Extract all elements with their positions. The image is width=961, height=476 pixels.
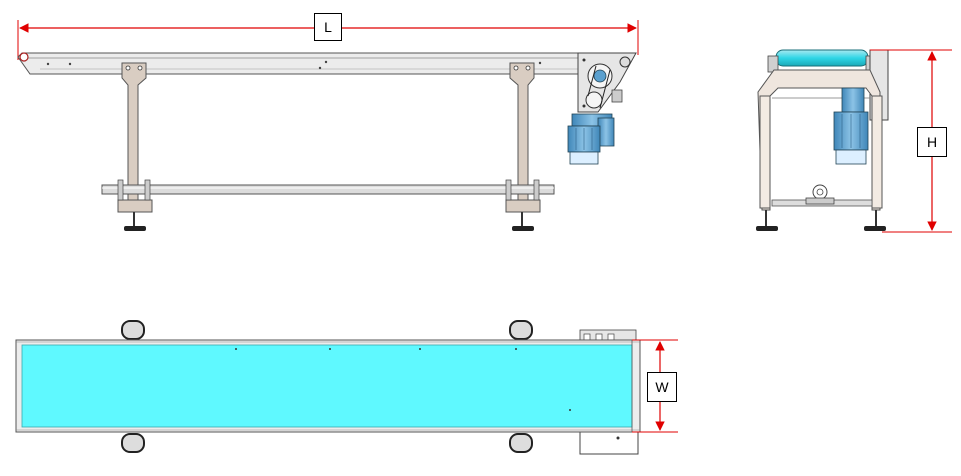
end-motor — [833, 87, 869, 165]
height-label: H — [917, 127, 947, 157]
top-belt — [21, 344, 633, 428]
side-motor — [567, 113, 615, 165]
side-crossbar — [101, 184, 555, 195]
length-label: L — [314, 13, 342, 41]
side-leg-left — [117, 62, 153, 231]
top-view — [15, 320, 678, 455]
side-frame — [17, 52, 581, 75]
end-roller — [775, 49, 869, 67]
side-view — [17, 20, 639, 231]
width-label: W — [647, 372, 677, 402]
top-casters — [121, 320, 533, 453]
side-leg-right — [505, 62, 541, 231]
